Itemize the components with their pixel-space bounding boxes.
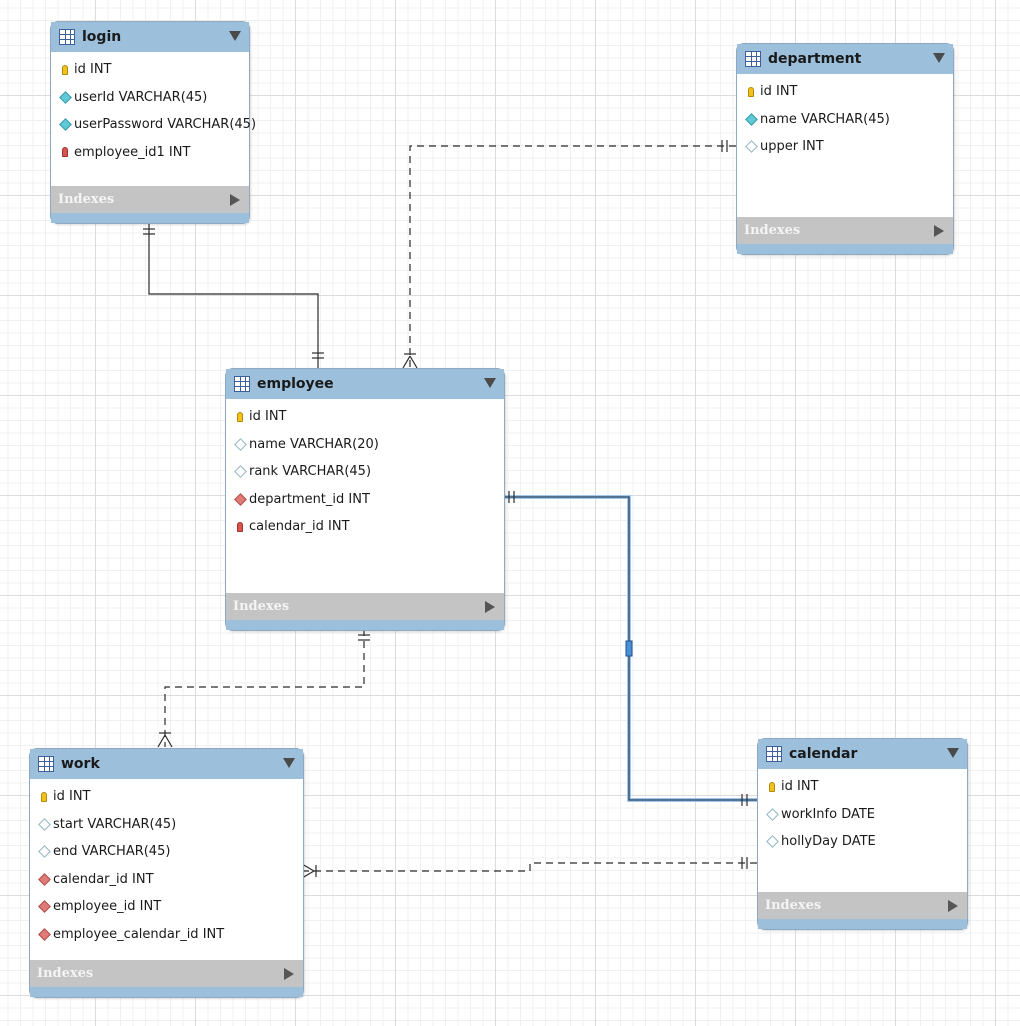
indexes-label: Indexes xyxy=(37,966,94,981)
column-list: id INT name VARCHAR(20) rank VARCHAR(45)… xyxy=(226,399,504,541)
column-row[interactable]: id INT xyxy=(226,403,504,431)
foreign-key-column-icon xyxy=(37,900,51,914)
table-name: department xyxy=(768,51,862,67)
expand-arrow-icon[interactable] xyxy=(934,225,944,237)
collapse-arrow-icon[interactable] xyxy=(283,758,295,768)
indexes-bar[interactable]: Indexes xyxy=(30,960,303,987)
column-row[interactable]: name VARCHAR(20) xyxy=(226,431,504,459)
column-list: id INT name VARCHAR(45) upper INT xyxy=(737,74,953,161)
indexes-label: Indexes xyxy=(233,599,290,614)
relationship-employee-calendar[interactable] xyxy=(503,491,757,806)
column-row[interactable]: userId VARCHAR(45) xyxy=(51,84,249,112)
not-null-column-icon xyxy=(744,112,758,126)
primary-key-icon xyxy=(745,86,757,97)
table-name: calendar xyxy=(789,746,858,762)
column-row[interactable]: employee_calendar_id INT xyxy=(30,921,303,949)
nullable-column-icon xyxy=(744,140,758,154)
column-row[interactable]: workInfo DATE xyxy=(758,801,967,829)
table-icon xyxy=(38,756,54,772)
expand-arrow-icon[interactable] xyxy=(485,601,495,613)
expand-arrow-icon[interactable] xyxy=(948,900,958,912)
indexes-label: Indexes xyxy=(765,898,822,913)
primary-key-icon xyxy=(38,791,50,802)
collapse-arrow-icon[interactable] xyxy=(229,31,241,41)
column-row[interactable]: id INT xyxy=(51,56,249,84)
table-footer xyxy=(758,919,967,929)
indexes-bar[interactable]: Indexes xyxy=(758,892,967,919)
column-row[interactable]: employee_id1 INT xyxy=(51,139,249,167)
foreign-key-column-icon xyxy=(37,927,51,941)
table-calendar[interactable]: calendar id INT workInfo DATE hollyDay D… xyxy=(757,738,968,930)
table-header[interactable]: work xyxy=(30,749,303,779)
table-header[interactable]: login xyxy=(51,22,249,52)
expand-arrow-icon[interactable] xyxy=(230,194,240,206)
table-footer xyxy=(226,620,504,630)
column-row[interactable]: end VARCHAR(45) xyxy=(30,838,303,866)
collapse-arrow-icon[interactable] xyxy=(484,378,496,388)
table-header[interactable]: department xyxy=(737,44,953,74)
table-name: employee xyxy=(257,376,334,392)
indexes-bar[interactable]: Indexes xyxy=(737,217,953,244)
indexes-bar[interactable]: Indexes xyxy=(51,186,249,213)
table-footer xyxy=(51,213,249,223)
column-row[interactable]: department_id INT xyxy=(226,486,504,514)
foreign-key-icon xyxy=(234,521,246,532)
nullable-column-icon xyxy=(233,465,247,479)
column-row[interactable]: start VARCHAR(45) xyxy=(30,811,303,839)
column-row[interactable]: id INT xyxy=(737,78,953,106)
collapse-arrow-icon[interactable] xyxy=(933,53,945,63)
not-null-column-icon xyxy=(58,90,72,104)
column-list: id INT userId VARCHAR(45) userPassword V… xyxy=(51,52,256,167)
column-list: id INT workInfo DATE hollyDay DATE xyxy=(758,769,967,856)
column-row[interactable]: id INT xyxy=(30,783,303,811)
foreign-key-column-icon xyxy=(233,492,247,506)
table-employee[interactable]: employee id INT name VARCHAR(20) rank VA… xyxy=(225,368,505,631)
table-footer xyxy=(30,987,303,997)
nullable-column-icon xyxy=(765,807,779,821)
primary-key-icon xyxy=(234,411,246,422)
table-work[interactable]: work id INT start VARCHAR(45) end VARCHA… xyxy=(29,748,304,998)
table-header[interactable]: employee xyxy=(226,369,504,399)
primary-key-icon xyxy=(766,781,778,792)
column-row[interactable]: calendar_id INT xyxy=(30,866,303,894)
table-icon xyxy=(766,746,782,762)
relationship-employee-work[interactable] xyxy=(157,629,370,748)
nullable-column-icon xyxy=(233,437,247,451)
nullable-column-icon xyxy=(37,845,51,859)
column-row[interactable]: upper INT xyxy=(737,133,953,161)
column-row[interactable]: calendar_id INT xyxy=(226,513,504,541)
table-department[interactable]: department id INT name VARCHAR(45) upper… xyxy=(736,43,954,255)
relationship-login-employee[interactable] xyxy=(143,222,324,368)
table-login[interactable]: login id INT userId VARCHAR(45) userPass… xyxy=(50,21,256,224)
relationship-department-employee[interactable] xyxy=(402,140,736,369)
column-row[interactable]: hollyDay DATE xyxy=(758,828,967,856)
indexes-label: Indexes xyxy=(744,223,801,238)
indexes-bar[interactable]: Indexes xyxy=(226,593,504,620)
table-name: work xyxy=(61,756,100,772)
relationship-calendar-work[interactable] xyxy=(301,857,757,879)
not-null-column-icon xyxy=(58,118,72,132)
table-name: login xyxy=(82,29,122,45)
nullable-column-icon xyxy=(37,817,51,831)
relationship-handle[interactable] xyxy=(625,640,633,657)
collapse-arrow-icon[interactable] xyxy=(947,748,959,758)
column-row[interactable]: id INT xyxy=(758,773,967,801)
column-row[interactable]: employee_id INT xyxy=(30,893,303,921)
primary-key-icon xyxy=(59,64,71,75)
table-header[interactable]: calendar xyxy=(758,739,967,769)
foreign-key-column-icon xyxy=(37,872,51,886)
column-list: id INT start VARCHAR(45) end VARCHAR(45)… xyxy=(30,779,303,948)
table-icon xyxy=(745,51,761,67)
table-icon xyxy=(234,376,250,392)
table-icon xyxy=(59,29,75,45)
indexes-label: Indexes xyxy=(58,192,115,207)
column-row[interactable]: userPassword VARCHAR(45) xyxy=(51,111,256,139)
foreign-key-icon xyxy=(59,147,71,158)
column-row[interactable]: rank VARCHAR(45) xyxy=(226,458,504,486)
column-row[interactable]: name VARCHAR(45) xyxy=(737,106,953,134)
expand-arrow-icon[interactable] xyxy=(284,968,294,980)
table-footer xyxy=(737,244,953,254)
nullable-column-icon xyxy=(765,835,779,849)
